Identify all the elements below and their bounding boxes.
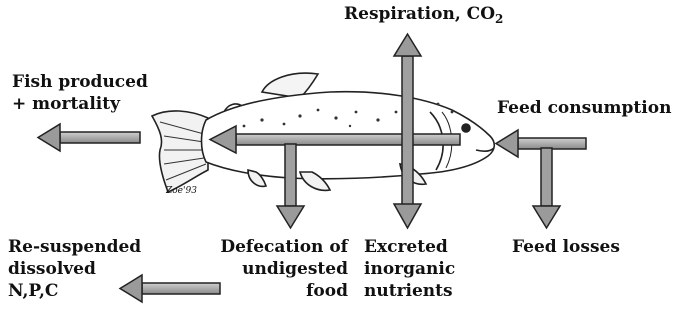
excreted-line-3: nutrients: [364, 280, 455, 302]
respiration-subscript: 2: [495, 12, 503, 26]
defecation-line-1: Defecation of: [200, 236, 348, 258]
artist-signature: Zoe'93: [166, 186, 197, 196]
salmon-illustration: [152, 73, 494, 192]
fish-produced-label: Fish produced + mortality: [12, 71, 148, 115]
feed-losses-arrow: [533, 148, 560, 228]
fish-produced-line-2: + mortality: [12, 93, 148, 115]
defecation-line-2: undigested: [200, 258, 348, 280]
excretion-arrow: [394, 204, 421, 228]
excreted-line-2: inorganic: [364, 258, 455, 280]
fish-produced-line-1: Fish produced: [12, 71, 148, 93]
defecation-label: Defecation of undigested food: [200, 236, 348, 302]
respiration-label: Respiration, CO2: [344, 3, 503, 30]
fish-produced-arrow: [38, 124, 140, 151]
respiration-text: Respiration, CO: [344, 4, 495, 24]
excreted-label: Excreted inorganic nutrients: [364, 236, 455, 302]
excreted-line-1: Excreted: [364, 236, 455, 258]
resuspended-label: Re-suspended dissolved N,P,C: [8, 236, 141, 302]
resuspended-line-2: dissolved: [8, 258, 141, 280]
feed-losses-label: Feed losses: [512, 236, 620, 258]
defecation-line-3: food: [200, 280, 348, 302]
resuspended-line-1: Re-suspended: [8, 236, 141, 258]
resuspended-line-3: N,P,C: [8, 280, 141, 302]
feed-consumption-label: Feed consumption: [497, 97, 671, 119]
